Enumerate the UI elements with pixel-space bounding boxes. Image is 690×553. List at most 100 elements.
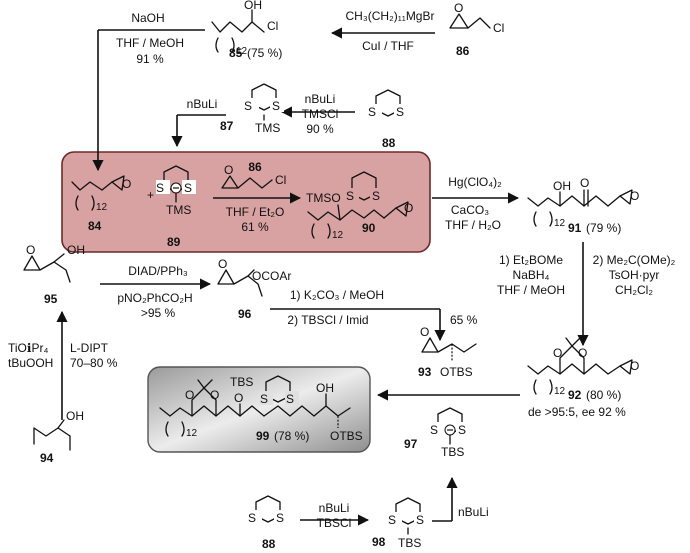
atom-s1: S: [430, 423, 438, 437]
atom-s1: S: [346, 189, 354, 203]
compound-85: OH Cl 12 85 (75 %): [211, 0, 282, 60]
compound-99: O O O TBS S S OH OTBS 12 99 (78 %): [159, 375, 363, 443]
atom-ocoar: OCOAr: [252, 269, 291, 283]
s1-bottom: CuI / THF: [362, 39, 414, 53]
compound-num: 91: [568, 221, 582, 235]
atom-o: O: [580, 176, 589, 190]
s8-bottom2: >95 %: [141, 306, 176, 320]
s9-yield: 65 %: [450, 313, 478, 327]
atom-s1: S: [244, 99, 252, 113]
compound-93: OTBS O 93: [418, 325, 477, 379]
atom-o1: O: [185, 388, 194, 402]
compound-97: S S TBS 97: [404, 407, 470, 459]
s5-reagent-num: 86: [248, 160, 262, 174]
compound-num: 86: [456, 44, 470, 58]
s9-line2: 2) TBSCl / Imid: [287, 313, 368, 327]
atom-o3: O: [234, 391, 243, 405]
compound-yield: (75 %): [247, 46, 282, 60]
s9-line1: 1) K₂CO₃ / MeOH: [290, 288, 384, 302]
compound-num: 90: [362, 221, 376, 235]
s6-top: Hg(ClO₄)₂: [448, 175, 502, 189]
atom-otbs: OTBS: [440, 365, 473, 379]
reagent-86-structure: O Cl: [221, 163, 286, 189]
atom-tms: TMS: [255, 121, 280, 135]
atom-s1: S: [260, 392, 268, 406]
s8-top: DIAD/PPh₃: [128, 264, 188, 278]
s11-bottom: TBSCl: [317, 516, 352, 530]
atom-oh: OH: [316, 381, 334, 395]
sub: 12: [554, 218, 566, 229]
sub: 12: [236, 46, 248, 57]
s10-right2: 70–80 %: [70, 356, 118, 370]
compound-num: 93: [418, 365, 432, 379]
atom-tbs: TBS: [230, 375, 253, 389]
atom-oh: OH: [66, 409, 84, 423]
atom-o2: O: [210, 388, 219, 402]
compound-num: 88: [382, 136, 396, 150]
s7-right1: 2) Me₂C(OMe)₂: [593, 253, 676, 267]
compound-num: 97: [404, 437, 418, 451]
s3-bottom: TMSCl: [302, 107, 339, 121]
atom-o2: O: [578, 346, 587, 360]
atom-o1: O: [553, 346, 562, 360]
compound-90: TMSO 12 S S O 90: [306, 171, 413, 241]
compound-num: 87: [220, 119, 234, 133]
s2-top: NaOH: [131, 11, 164, 25]
compound-yield: (80 %): [586, 388, 621, 402]
sub: 12: [554, 386, 566, 397]
s1-top: CH₃(CH₂)₁₁MgBr: [346, 9, 435, 23]
atom-s2: S: [416, 513, 424, 527]
atom-oh: OH: [244, 0, 262, 12]
atom-s1: S: [388, 513, 396, 527]
atom-cl: Cl: [493, 21, 504, 35]
atom-s1: S: [368, 105, 376, 119]
compound-num: 94: [40, 451, 54, 465]
s11-top: nBuLi: [319, 501, 350, 515]
s6-bottom2: THF / H₂O: [445, 218, 501, 232]
atom-s1: S: [248, 511, 256, 525]
atom-o: O: [218, 257, 227, 271]
atom-s2: S: [184, 181, 192, 195]
s10-line2: tBuOOH: [8, 356, 53, 370]
atom-o: O: [420, 325, 429, 339]
compound-num: 98: [372, 535, 386, 549]
atom-tbs: TBS: [398, 536, 421, 550]
compound-num: 89: [167, 235, 181, 249]
s5-bottom1: THF / Et₂O: [226, 205, 285, 219]
sub: 12: [186, 428, 198, 439]
s7-left1: 1) Et₂BOMe: [499, 253, 563, 267]
compound-num: 88: [262, 537, 276, 551]
compound-yield: (79 %): [586, 221, 621, 235]
atom-epoxide-o: O: [630, 189, 639, 203]
compound-num: 95: [44, 292, 58, 306]
compound-num: 84: [88, 219, 102, 233]
compound-num: 99: [256, 429, 270, 443]
s4-top: nBuLi: [187, 97, 218, 111]
atom-cl: Cl: [275, 173, 286, 187]
s3-yield: 90 %: [306, 122, 334, 136]
atom-o: O: [454, 1, 463, 15]
compound-num: 92: [568, 388, 582, 402]
reaction-arrows: [56, 27, 589, 526]
atom-s2: S: [458, 423, 466, 437]
highlight-box: [61, 151, 431, 253]
atom-o: O: [26, 243, 35, 257]
compound-num: 85: [229, 46, 243, 60]
compound-84: 12 O 84: [71, 175, 131, 233]
compound-96: OCOAr O 96: [217, 257, 291, 321]
compound-num: 96: [238, 307, 252, 321]
s5-bottom2: 61 %: [241, 220, 269, 234]
compound-98: S S TBS 98: [372, 497, 428, 550]
atom-otbs: OTBS: [330, 429, 363, 443]
atom-o: O: [630, 359, 639, 373]
atom-s2: S: [276, 511, 284, 525]
s8-bottom1: pNO₂PhCO₂H: [117, 291, 192, 305]
s7-right3: CH₂Cl₂: [615, 283, 653, 297]
reagent-labels: CH₃(CH₂)₁₁MgBr CuI / THF NaOH THF / MeOH…: [8, 9, 676, 530]
s2-bottom: THF / MeOH: [116, 36, 184, 50]
s10-right1: L-DIPT: [70, 341, 109, 355]
atom-oh: OH: [553, 179, 571, 193]
compound-88-top: S S 88: [368, 89, 408, 150]
compound-95: OH O 95: [23, 243, 85, 306]
